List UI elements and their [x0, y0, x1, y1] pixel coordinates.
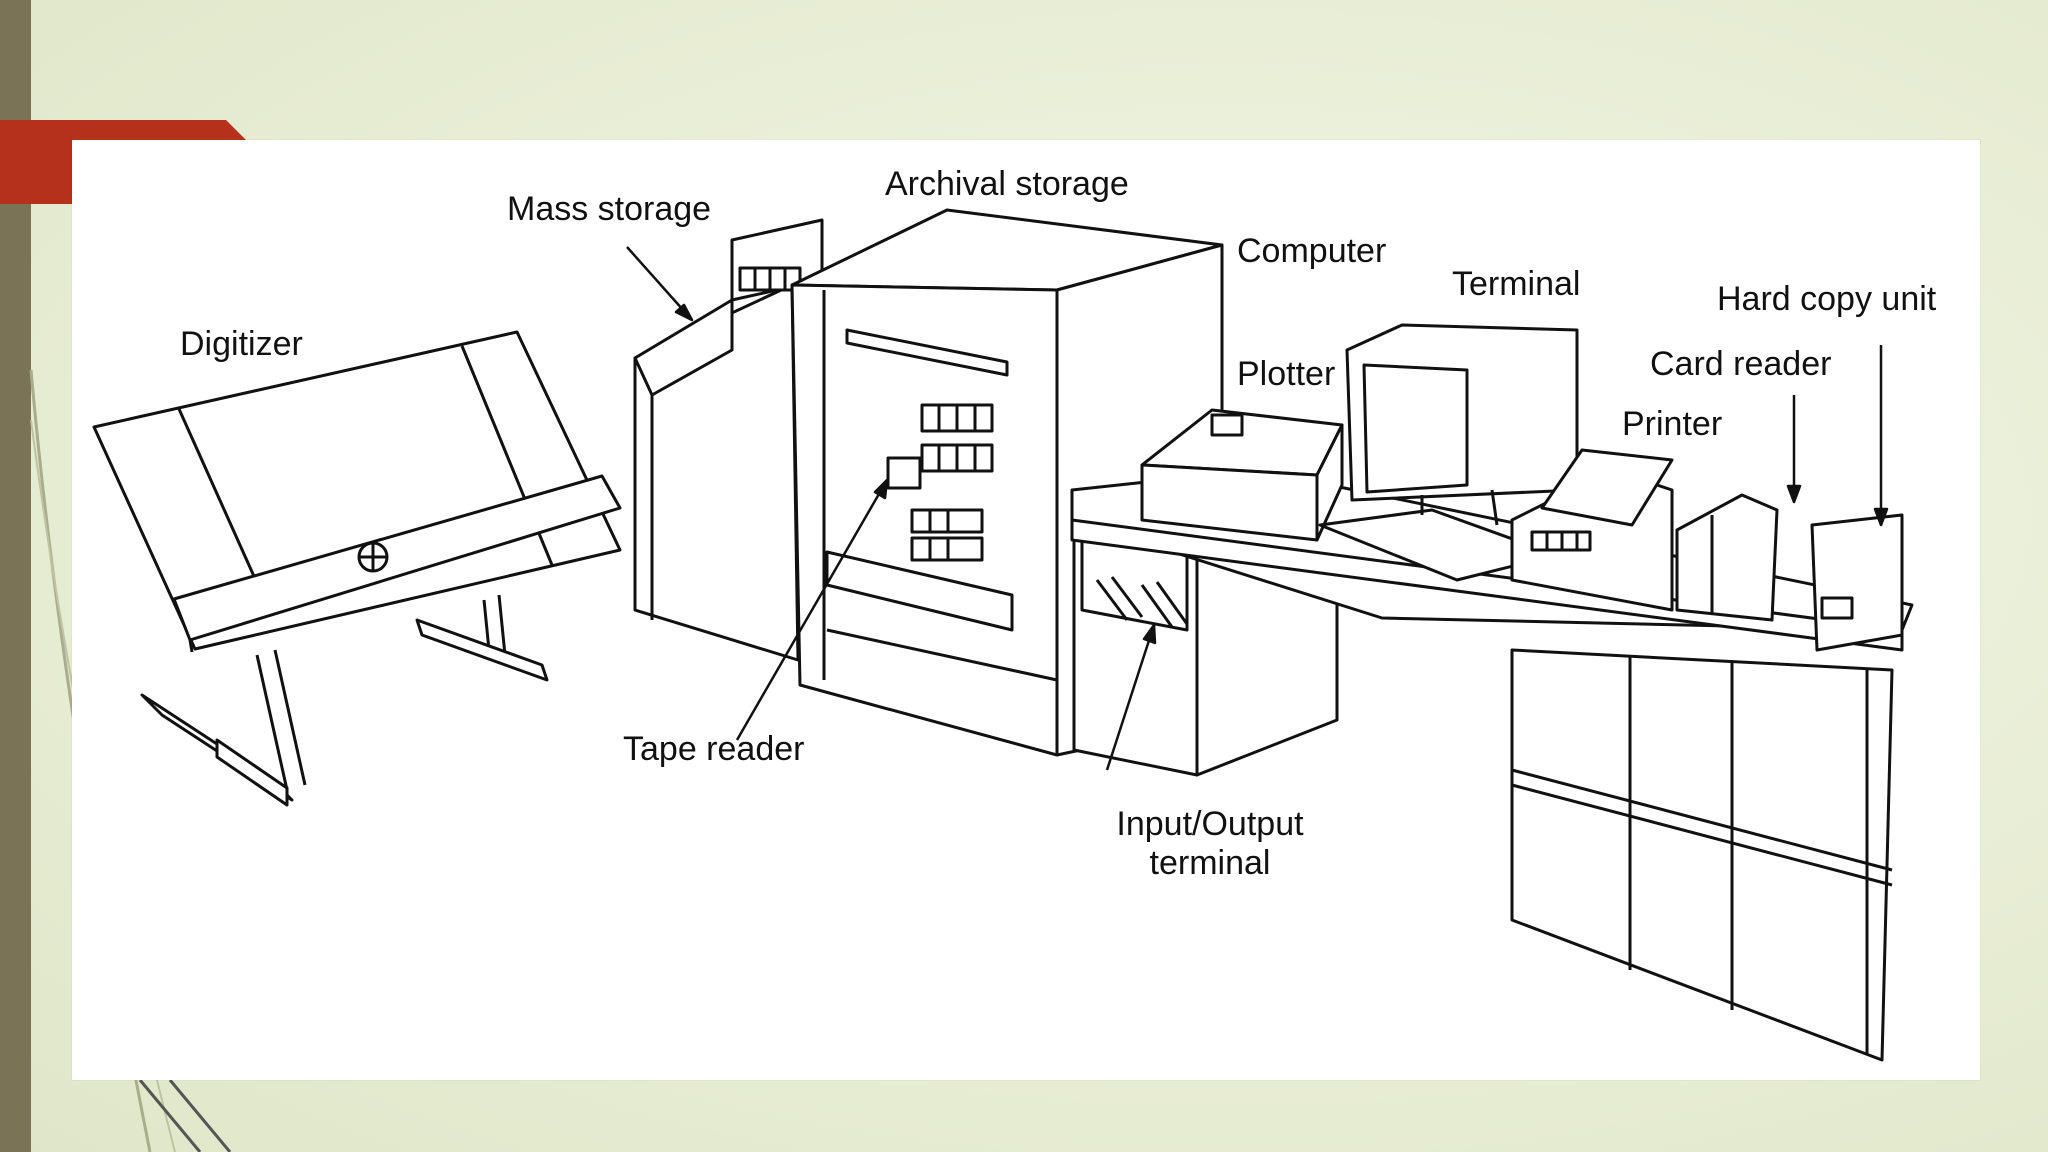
label-io-terminal-line2: terminal — [1149, 844, 1271, 883]
label-tape-reader: Tape reader — [623, 730, 805, 768]
label-io-terminal: Input/Output terminal — [1090, 805, 1330, 883]
cad-system-drawing — [92, 208, 1914, 1062]
label-digitizer: Digitizer — [180, 325, 303, 363]
label-archival-storage: Archival storage — [885, 165, 1129, 203]
tape-reader-slot — [886, 456, 922, 490]
cad-system-figure: Mass storage Archival storage Computer T… — [72, 140, 1980, 1080]
label-mass-storage: Mass storage — [507, 190, 712, 228]
label-terminal: Terminal — [1452, 265, 1581, 303]
label-printer: Printer — [1622, 405, 1723, 443]
plotter-illustration — [1140, 408, 1344, 542]
label-card-reader: Card reader — [1650, 345, 1832, 383]
label-hard-copy-unit: Hard copy unit — [1717, 280, 1937, 318]
digitizer-illustration — [92, 330, 622, 807]
leader-arrows — [626, 246, 1889, 771]
label-plotter: Plotter — [1237, 355, 1336, 393]
label-io-terminal-line1: Input/Output — [1116, 805, 1304, 843]
mass-storage-illustration — [633, 218, 824, 662]
printer-illustration — [1510, 448, 1674, 612]
terminal-illustration — [1318, 323, 1579, 582]
label-computer: Computer — [1237, 232, 1387, 270]
card-reader-illustration — [1675, 493, 1779, 622]
hard-copy-unit-illustration — [1810, 513, 1904, 652]
panel-buttons — [910, 403, 994, 562]
